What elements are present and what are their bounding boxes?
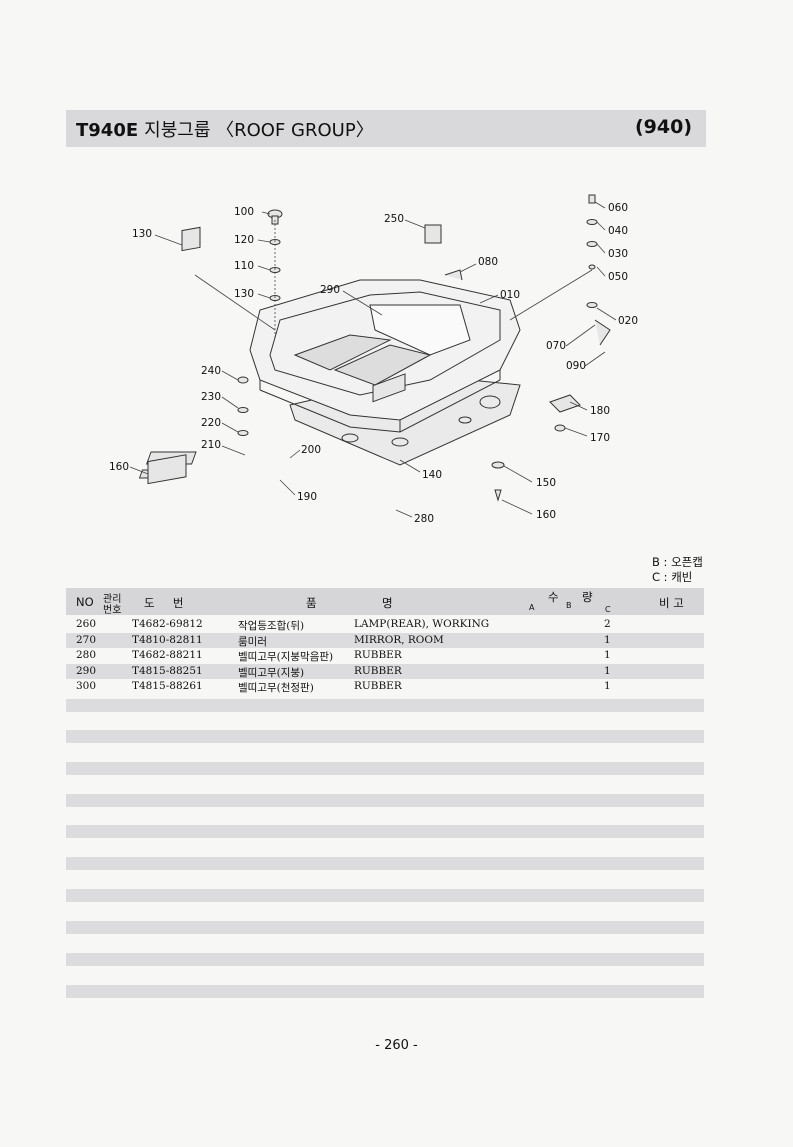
callout-label: 240 (201, 365, 221, 377)
row-name-en: LAMP(REAR), WORKING (354, 618, 490, 630)
table-row: 280 T4682-88211 벨띠고무(지붕막음판) RUBBER 1 (66, 648, 704, 664)
row-part-number: T4815-88251 (132, 664, 203, 677)
empty-row-stripe (66, 857, 704, 870)
callout-label: 130 (132, 228, 152, 240)
page-number: - 260 - (375, 1038, 418, 1053)
row-part-number: T4810-82811 (132, 633, 203, 646)
row-part-number: T4682-69812 (132, 618, 203, 630)
callout-label: 080 (478, 256, 498, 268)
row-no: 260 (76, 618, 97, 630)
header-name-b: 명 (382, 596, 393, 610)
header-qty-b: 량 (582, 590, 593, 604)
row-no: 280 (76, 649, 97, 662)
callout-label: 250 (384, 213, 404, 225)
row-name-kr: 룸미러 (238, 635, 267, 648)
callout-label: 020 (618, 315, 638, 327)
empty-row-stripe (66, 921, 704, 934)
row-part-number: T4682-88211 (132, 649, 203, 662)
legend-item: C : 캐빈 (652, 570, 693, 584)
header-col-c: C (605, 605, 611, 614)
empty-row-stripe (66, 985, 704, 998)
callout-label: 060 (608, 202, 628, 214)
callout-label: 090 (566, 360, 586, 372)
header-remarks: 비 고 (659, 596, 684, 610)
callout-label: 070 (546, 340, 566, 352)
callout-label: 120 (234, 234, 254, 246)
header-qty-a: 수 (548, 590, 559, 604)
empty-row-stripe (66, 794, 704, 807)
row-part-number: T4815-88261 (132, 680, 203, 693)
callout-label: 290 (320, 284, 340, 296)
callout-label: 160 (109, 461, 129, 473)
table-row: 290 T4815-88251 벨띠고무(지붕) RUBBER 1 (66, 663, 704, 680)
row-name-en: RUBBER (354, 649, 402, 662)
empty-row-stripe (66, 730, 704, 743)
empty-row-stripe (66, 953, 704, 966)
row-qty-c: 1 (604, 649, 611, 662)
callout-label: 200 (301, 444, 321, 456)
row-no: 270 (76, 633, 97, 646)
row-name-kr: 벨띠고무(지붕막음판) (238, 651, 334, 664)
callout-label: 190 (297, 491, 317, 503)
group-title: 지붕그룹 〈ROOF GROUP〉 (144, 120, 374, 141)
row-name-kr: 벨띠고무(지붕) (238, 666, 305, 679)
empty-row-stripe (66, 825, 704, 838)
header-drawing-no: 도 번 (144, 596, 184, 610)
row-no: 300 (76, 680, 97, 693)
header-mgmt-top: 관리 (103, 594, 122, 605)
parts-table-header: NO 관리 번호 도 번 품 명 수 량 A B C 비 고 (66, 588, 704, 616)
callout-label: 280 (414, 513, 434, 525)
callout-label: 140 (422, 469, 442, 481)
table-row: 270 T4810-82811 룸미러 MIRROR, ROOM 1 (66, 632, 704, 649)
callout-label: 130 (234, 288, 254, 300)
header-mgmt-bottom: 번호 (103, 605, 122, 616)
row-qty-c: 2 (604, 618, 611, 630)
header-col-b: B (566, 601, 572, 610)
callout-label: 170 (590, 432, 610, 444)
row-qty-c: 1 (604, 680, 611, 693)
callout-label: 160 (536, 509, 556, 521)
callout-label: 230 (201, 391, 221, 403)
exploded-parts-diagram: 100 120 110 130 130 250 290 080 010 060 … (109, 194, 638, 525)
model-code: T940E (76, 120, 139, 141)
row-qty-c: 1 (604, 633, 611, 646)
empty-row-stripe (66, 699, 704, 712)
callout-label: 010 (500, 289, 520, 301)
row-no: 290 (76, 664, 97, 677)
header-col-a: A (529, 603, 535, 612)
empty-row-stripe (66, 889, 704, 902)
table-row: 260 T4682-69812 작업등조합(뒤) LAMP(REAR), WOR… (66, 617, 704, 633)
row-qty-c: 1 (604, 664, 611, 677)
empty-row-stripe (66, 762, 704, 775)
legend-item: B : 오픈캡 (652, 555, 703, 569)
row-name-kr: 작업등조합(뒤) (238, 620, 305, 632)
legend: B : 오픈캡 C : 캐빈 (652, 555, 703, 585)
callout-label: 050 (608, 271, 628, 283)
parts-table-body: 260 T4682-69812 작업등조합(뒤) LAMP(REAR), WOR… (66, 617, 704, 695)
callout-label: 210 (201, 439, 221, 451)
row-name-kr: 벨띠고무(천정판) (238, 682, 314, 695)
header-no: NO (76, 595, 94, 609)
small-parts (138, 194, 611, 502)
row-name-en: RUBBER (354, 680, 402, 693)
group-code: (940) (634, 116, 692, 138)
callout-labels: 100 120 110 130 130 250 290 080 010 060 … (109, 202, 638, 525)
callout-label: 220 (201, 417, 221, 429)
callout-label: 180 (590, 405, 610, 417)
header-name-a: 품 (306, 596, 317, 610)
row-name-en: RUBBER (354, 664, 402, 677)
callout-label: 030 (608, 248, 628, 260)
callout-label: 110 (234, 260, 254, 272)
callout-label: 040 (608, 225, 628, 237)
callout-label: 100 (234, 206, 254, 218)
roof-panel (249, 279, 521, 466)
row-name-en: MIRROR, ROOM (354, 633, 444, 646)
table-row: 300 T4815-88261 벨띠고무(천정판) RUBBER 1 (66, 679, 704, 695)
callout-label: 150 (536, 477, 556, 489)
